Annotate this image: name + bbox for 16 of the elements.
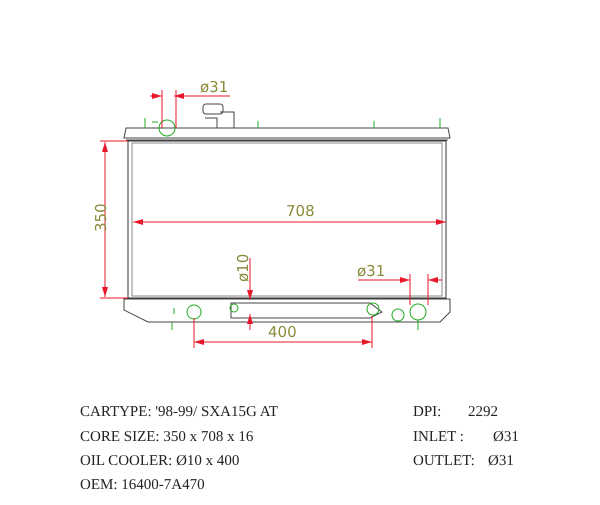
dimension-label: 708 <box>286 204 315 219</box>
dimension-label: ø31 <box>200 80 228 95</box>
spec-text: Ø31 <box>488 454 514 469</box>
spec-text: 2292 <box>468 405 498 420</box>
spec-text: CORE SIZE: 350 x 708 x 16 <box>80 430 254 445</box>
dimension-label: 350 <box>94 203 109 232</box>
dimension-label: 400 <box>268 325 297 340</box>
dimension-label: ø10 <box>236 254 251 282</box>
spec-text: INLET : <box>413 430 464 445</box>
spec-text: Ø31 <box>493 430 519 445</box>
spec-text: OUTLET: <box>413 454 475 469</box>
spec-text: OIL COOLER: Ø10 x 400 <box>80 454 240 469</box>
spec-text: OEM: 16400-7A470 <box>80 478 205 493</box>
spec-text: CARTYPE: '98-99/ SXA15G AT <box>80 405 278 420</box>
spec-text: DPI: <box>413 405 442 420</box>
dimension-label: ø31 <box>357 264 386 279</box>
